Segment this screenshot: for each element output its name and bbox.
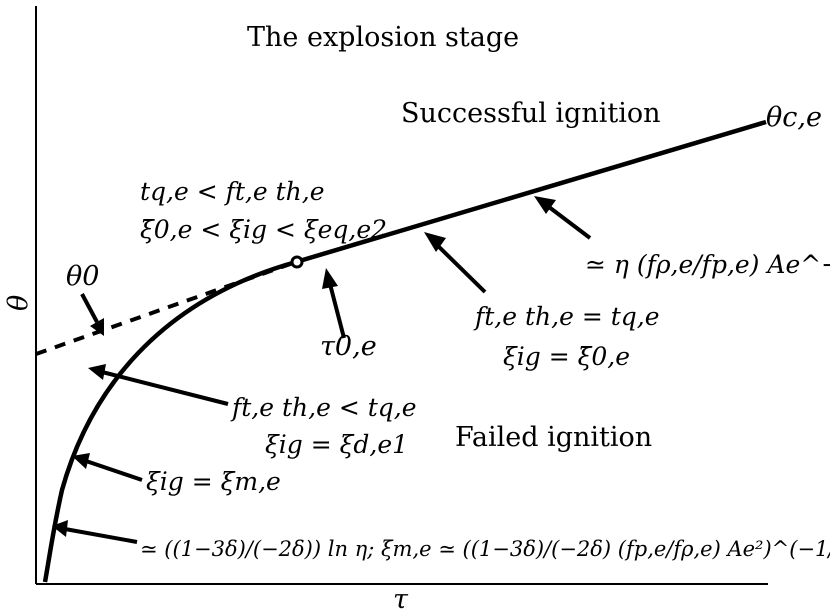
arrow-to-lower-branch xyxy=(72,453,143,482)
tau0-point-label: τ0,e xyxy=(320,331,377,362)
condition-top-line2: ξ̄0,e < ξig < ξeq,e2 xyxy=(140,215,387,244)
arrow-to-theta0-line xyxy=(80,293,104,336)
arrow-to-upper-asymptote xyxy=(534,196,592,240)
arrow-to-tau0-point xyxy=(322,268,346,339)
critical-curve-label: θc,e xyxy=(766,102,822,133)
region-failed: Failed ignition xyxy=(455,422,652,453)
tangency-condition-line1: ft,e th,e = tq,e xyxy=(473,302,660,331)
region-success: Successful ignition xyxy=(401,98,661,129)
lower-branch-label: ξig = ξm,e xyxy=(146,467,281,496)
y-axis-label: θ xyxy=(3,295,34,311)
arrow-to-tangency-region xyxy=(424,232,487,294)
tau0-tangent-point xyxy=(290,255,304,269)
condition-top-line1: tq,e < ft,e th,e xyxy=(140,177,325,206)
bottom-asymptote-formula: ≃ ((1−3δ)/(−2δ)) ln η; ξm,e ≃ ((1−3δ)/(−… xyxy=(140,537,830,561)
x-axis-label: τ xyxy=(393,584,409,611)
critical-ignition-curve xyxy=(42,119,767,583)
arrow-to-bottom-branch xyxy=(52,520,138,544)
tangency-condition-line2: ξig = ξ̄0,e xyxy=(503,342,630,371)
upper-asymptote-formula: ≃ η (fρ,e/fp,e) Ae^−2 ξ̄0,e^−2δ xyxy=(585,250,830,279)
initial-curve-label: θ0 xyxy=(66,261,99,292)
middle-branch-line1: ft,e th,e < tq,e xyxy=(230,393,417,422)
middle-branch-line2: ξig = ξd,e1 xyxy=(265,430,408,459)
region-title: The explosion stage xyxy=(247,22,519,53)
arrow-to-middle-branch xyxy=(88,364,229,406)
